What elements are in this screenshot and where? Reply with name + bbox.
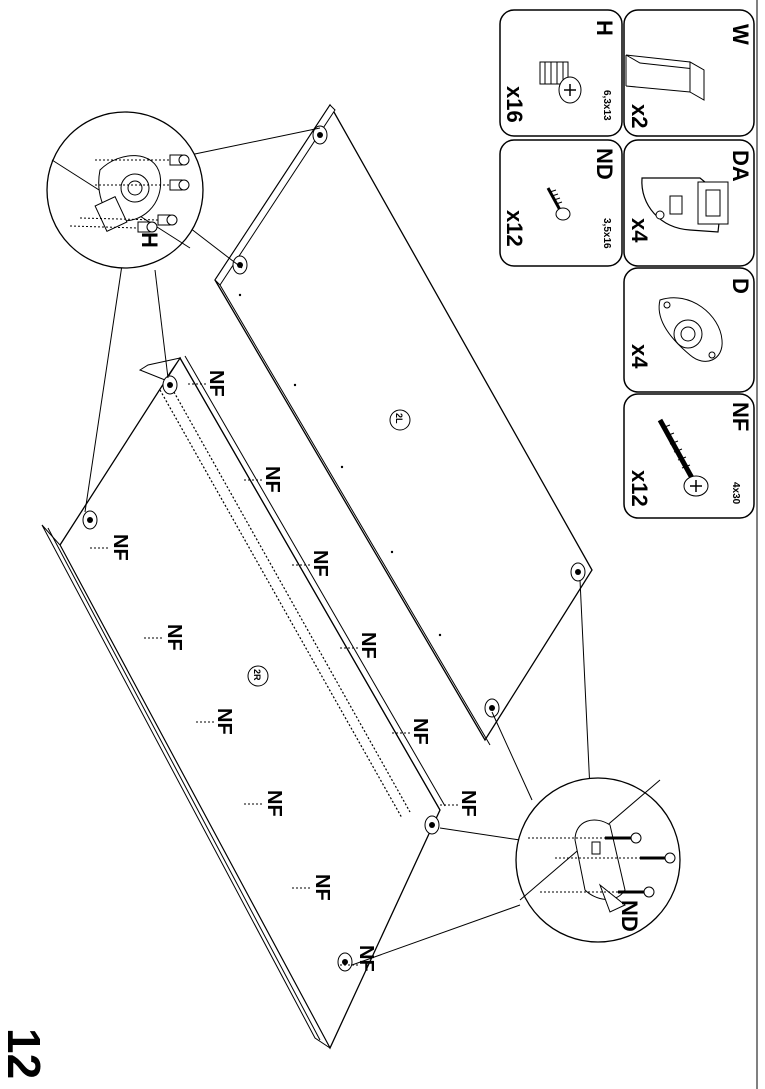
nf-marker: NF [244, 466, 283, 493]
part-card-da: DA x4 [623, 139, 755, 267]
part-card-w: W x2 [623, 9, 755, 137]
svg-text:NF: NF [309, 550, 331, 577]
panel-2l: 2L [214, 103, 593, 746]
nf-marker: NF [440, 790, 479, 817]
part-qty-h: x16 [502, 86, 527, 123]
part-code-d: D [728, 278, 753, 294]
hinge-plate [484, 698, 500, 718]
nf-marker: NF [340, 632, 379, 659]
part-size-h: 6,3x13 [601, 90, 612, 121]
nf-marker: NF [144, 624, 185, 651]
part-card-h: H x16 6,3x13 [499, 9, 623, 137]
nf-marker: NF [90, 534, 131, 561]
part-qty-da: x4 [627, 218, 652, 243]
hinge-plate [424, 815, 440, 835]
part-qty-d: x4 [627, 344, 652, 369]
nf-marker: NF [292, 874, 333, 901]
hinge-detail-callout: H [46, 111, 204, 269]
part-card-nf: NF x12 4x30 [623, 393, 755, 519]
part-card-d: D x4 [623, 267, 755, 393]
hinge-plate [570, 562, 586, 582]
svg-text:NF: NF [311, 874, 333, 901]
hinge-plate [162, 375, 178, 395]
screw-labels: NF NF NF NF NF NF NF NF NF NF NF NF [90, 370, 479, 972]
nf-marker: NF [244, 790, 285, 817]
part-qty-w: x2 [627, 104, 652, 128]
part-size-nd: 3,5x16 [601, 218, 612, 249]
hinge-plate [232, 255, 248, 275]
svg-text:NF: NF [213, 708, 235, 735]
part-qty-nd: x12 [502, 210, 527, 247]
nf-marker: NF [292, 550, 331, 577]
euro-screw-icon [137, 154, 190, 233]
part-code-nf: NF [728, 402, 753, 431]
callout-label-nd: ND [617, 900, 642, 932]
mounting-plate-icon [658, 297, 723, 362]
nf-marker: NF [188, 370, 227, 397]
panel-2r-badge [247, 665, 269, 687]
part-code-da: DA [728, 150, 753, 182]
panel-2l-badge [389, 409, 411, 431]
svg-text:NF: NF [263, 790, 285, 817]
part-code-nd: ND [592, 148, 617, 180]
hinge-plate [82, 510, 98, 530]
panel-2l-label: 2L [394, 413, 404, 424]
callout-label-h: H [137, 232, 162, 248]
svg-text:NF: NF [357, 632, 379, 659]
svg-text:NF: NF [409, 718, 431, 745]
part-size-nf: 4x30 [730, 482, 741, 505]
hinge-plate [337, 952, 353, 972]
svg-text:NF: NF [109, 534, 131, 561]
parts-table: W x2 H x16 6,3x13 [499, 9, 755, 519]
svg-text:NF: NF [205, 370, 227, 397]
wooden-dowel-icon [625, 54, 705, 101]
part-code-h: H [592, 20, 617, 36]
long-screw-icon [657, 418, 709, 497]
wood-screw-icon [605, 832, 676, 898]
svg-text:NF: NF [355, 945, 377, 972]
bracket-detail-callout: ND [515, 777, 681, 943]
wood-screw-icon [546, 187, 571, 221]
angle-bracket-icon [641, 177, 729, 233]
svg-text:NF: NF [163, 624, 185, 651]
nf-marker: NF [392, 718, 431, 745]
euro-screw-icon [539, 61, 582, 104]
part-qty-nf: x12 [627, 470, 652, 507]
panel-2r: 2R [41, 355, 446, 1050]
callout-leaders [84, 127, 591, 966]
hinge-plate [312, 125, 328, 145]
step-number: 12 [0, 1028, 50, 1079]
part-code-w: W [728, 24, 753, 45]
panel-2r-label: 2R [252, 669, 262, 681]
part-card-nd: ND x12 3,5x16 [499, 139, 623, 267]
nf-marker: NF [340, 945, 377, 972]
svg-text:NF: NF [457, 790, 479, 817]
nf-marker: NF [196, 708, 235, 735]
svg-text:NF: NF [261, 466, 283, 493]
